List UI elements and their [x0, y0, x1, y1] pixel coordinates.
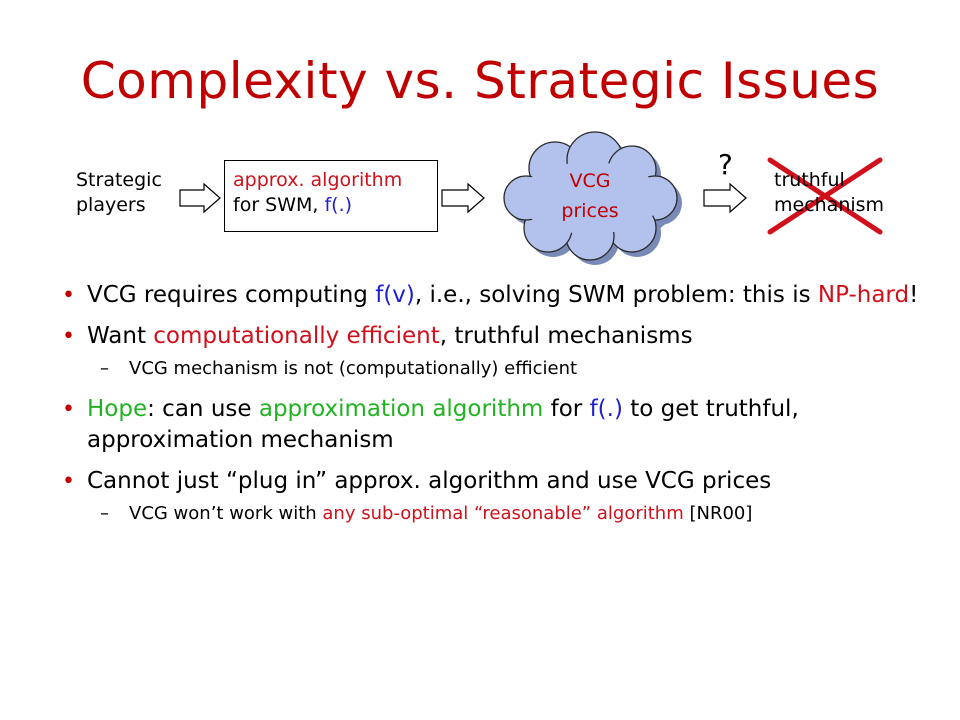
strategic-players-line1: Strategic — [76, 169, 162, 191]
subbullet-vcg-wont-work: – VCG won’t work with any sub-optimal “r… — [62, 501, 922, 527]
truthful-mechanism-line1: truthful — [774, 169, 845, 191]
bullet-want-efficient: • Want computationally efficient, truthf… — [62, 321, 922, 352]
truthful-mechanism-line2: mechanism — [774, 194, 885, 216]
bullet-icon: • — [62, 397, 75, 422]
vcg-prices-line2: prices — [561, 200, 619, 222]
subbullet2-text: VCG mechanism is not (computationally) e… — [129, 358, 578, 379]
bullet-icon: • — [62, 283, 75, 308]
dash-icon: – — [100, 503, 109, 524]
arrow-icon-2 — [441, 182, 485, 214]
bullet-hope: • Hope: can use approximation algorithm … — [62, 394, 922, 456]
slide-title: Complexity vs. Strategic Issues — [80, 52, 880, 110]
bullet-list: • VCG requires computing f(v), i.e., sol… — [62, 280, 922, 527]
bullet3-text-approx: approximation algorithm — [258, 396, 544, 422]
bullet-icon: • — [62, 469, 75, 494]
vcg-prices-label: VCG prices — [540, 166, 640, 226]
subbullet4-text-c: [NR00] — [683, 503, 753, 524]
subbullet4-text-b: any sub-optimal “reasonable” algorithm — [322, 503, 684, 524]
bullet4-text: Cannot just “plug in” approx. algorithm … — [87, 468, 772, 494]
bullet2-text-c: , truthful mechanisms — [439, 323, 693, 349]
bullet3-text-b: : can use — [147, 396, 259, 422]
subbullet4-text-a: VCG won’t work with — [129, 503, 323, 524]
approx-algorithm-line2: for SWM, f(.) — [233, 193, 437, 218]
question-mark: ? — [718, 148, 733, 181]
strategic-players-label: Strategic players — [76, 168, 162, 218]
bullet2-text-efficient: computationally efficient — [153, 323, 440, 349]
bullet1-text-e: ! — [909, 282, 919, 308]
approx-algorithm-line1: approx. algorithm — [233, 169, 403, 191]
bullet-icon: • — [62, 324, 75, 349]
bullet3-text-hope: Hope — [87, 396, 148, 422]
bullet2-text-a: Want — [87, 323, 154, 349]
approx-algorithm-box: approx. algorithm for SWM, f(.) — [224, 160, 438, 232]
approx-algorithm-swm-text: for SWM, — [233, 194, 325, 216]
vcg-prices-line1: VCG — [569, 170, 611, 192]
cloud-body-icon — [518, 162, 662, 234]
dash-icon: – — [100, 358, 109, 379]
bullet3-text-f-rest: to get truthful, approximation mechanism — [87, 396, 799, 453]
bullet-cannot-plug-in: • Cannot just “plug in” approx. algorith… — [62, 466, 922, 497]
bullet-vcg-requires: • VCG requires computing f(v), i.e., sol… — [62, 280, 922, 311]
truthful-mechanism-label: truthful mechanism — [774, 168, 884, 218]
bullet1-text-nphard: NP-hard — [817, 282, 910, 308]
bullet1-text-a: VCG requires computing — [87, 282, 376, 308]
cross-out-icon — [767, 157, 883, 235]
bullet1-text-c: , i.e., solving SWM problem: this is — [414, 282, 818, 308]
arrow-icon-3 — [703, 182, 747, 214]
arrow-icon-1 — [179, 182, 221, 214]
bullet3-text-f: f(.) — [589, 396, 623, 422]
subbullet-vcg-not-efficient: – VCG mechanism is not (computationally)… — [62, 356, 922, 382]
strategic-players-line2: players — [76, 194, 146, 216]
bullet1-text-fv: f(v) — [375, 282, 415, 308]
approx-algorithm-function: f(.) — [324, 194, 353, 216]
bullet3-text-d: for — [543, 396, 590, 422]
